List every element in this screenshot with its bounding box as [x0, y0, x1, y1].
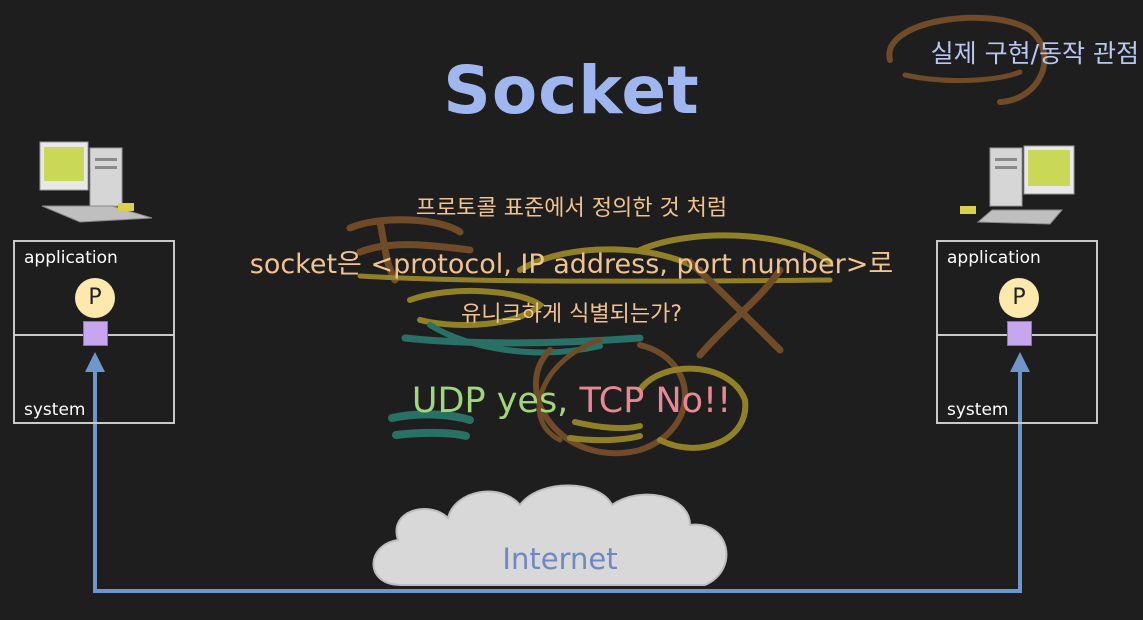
computer-icon [39, 141, 153, 223]
tcp-label: TCP [579, 381, 645, 421]
answer-line: UDP yes, TCP No!! [0, 381, 1143, 421]
network-link [85, 352, 1030, 593]
computer-icon [960, 145, 1075, 225]
system-layer-label: system [24, 400, 86, 420]
process-port-circle: P [75, 278, 115, 318]
perspective-note: 실제 구현/동작 관점 [930, 39, 1139, 68]
application-layer-label: application [947, 248, 1041, 268]
question-line-3: 유니크하게 식별되는가? [460, 302, 683, 327]
question-line-1: 프로토콜 표준에서 정의한 것 처럼 [415, 196, 728, 221]
internet-cloud [372, 484, 728, 586]
application-layer-label: application [24, 248, 118, 268]
udp-verdict: yes, [485, 381, 580, 421]
question-line-2: socket은 <protocol, IP address, port numb… [249, 249, 894, 280]
udp-label: UDP [411, 381, 486, 421]
internet-label: Internet [502, 542, 618, 576]
handwriting-annotations [346, 14, 1048, 457]
tcp-verdict: No!! [644, 381, 732, 421]
left-host-stack: application system P [13, 240, 175, 424]
process-port-circle: P [999, 278, 1039, 318]
socket-square [1007, 321, 1032, 346]
system-layer-label: system [947, 400, 1009, 420]
left-arrow-head [85, 352, 105, 372]
socket-square [83, 321, 108, 346]
right-arrow-head [1010, 352, 1030, 372]
right-host-stack: application system P [936, 240, 1098, 424]
slide-title: Socket [443, 52, 700, 129]
